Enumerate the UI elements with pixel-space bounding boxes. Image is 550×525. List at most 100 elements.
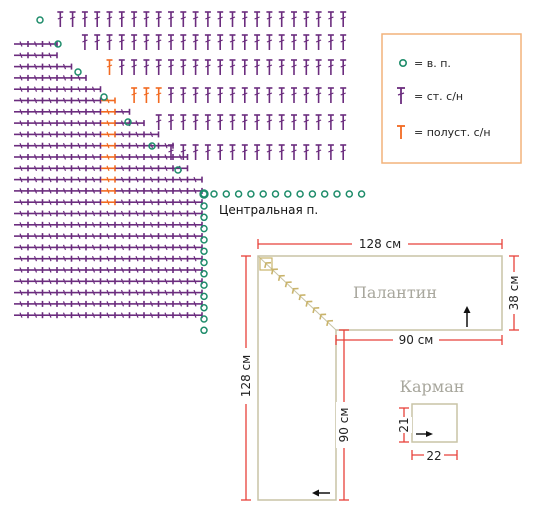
double-crochet-stitch [180,87,187,103]
double-crochet-stitch [72,165,87,172]
double-crochet-stitch [28,267,44,273]
double-crochet-stitch [43,278,58,285]
double-crochet-stitch [173,244,189,251]
double-crochet-stitch [315,114,322,130]
double-crochet-stitch [43,165,58,172]
double-crochet-stitch [101,221,116,228]
chain-stitch [200,270,208,278]
double-crochet-stitch [14,63,29,70]
double-crochet-stitch [173,300,189,307]
double-crochet-stitch [204,34,211,50]
double-crochet-stitch [115,312,131,319]
double-crochet-stitch [327,144,334,160]
double-crochet-stitch [86,300,102,307]
pocket-outline [411,403,458,443]
double-crochet-stitch [28,86,44,93]
chain-stitch [345,190,354,198]
dimension-right-label: 38 см [507,276,521,311]
double-crochet-stitch [159,278,174,285]
double-crochet-stitch [86,187,102,194]
double-crochet-stitch [43,300,58,307]
stole-corner-seam [257,255,337,331]
double-crochet-stitch [159,154,174,160]
double-crochet-stitch [131,11,138,27]
double-crochet-stitch [188,221,203,228]
chain-stitch [234,190,243,198]
double-crochet-stitch [28,199,44,206]
double-crochet-stitch [57,233,73,240]
double-crochet-stitch [57,210,73,217]
double-crochet-stitch [14,278,29,285]
double-crochet-stitch [101,300,116,307]
legend-double-crochet-label: = ст. с/н [414,90,463,103]
double-crochet-stitch [131,34,138,50]
double-crochet-stitch [43,233,58,240]
double-crochet-stitch [173,221,189,228]
double-crochet-stitch [101,244,116,251]
chain-stitch [296,190,304,198]
chain-stitch [74,68,82,76]
double-crochet-stitch [14,289,29,296]
double-crochet-stitch [266,87,273,103]
double-crochet-stitch [72,74,87,81]
double-crochet-stitch [43,154,58,160]
double-crochet-stitch [217,11,224,27]
chain-stitch [259,190,267,198]
double-crochet-stitch [340,144,347,160]
double-crochet-stitch [69,11,76,27]
double-crochet-stitch [144,131,160,138]
double-crochet-stitch [118,11,125,27]
double-crochet-stitch [94,34,101,50]
double-crochet-stitch [72,142,87,149]
dimension-inner-vertical: 90 см [336,329,352,501]
double-crochet-stitch [254,11,261,27]
chain-stitch [308,190,317,198]
double-crochet-stitch [173,199,189,206]
double-crochet-stitch [159,289,174,296]
double-crochet-stitch [204,144,211,160]
double-crochet-stitch [57,199,73,206]
double-crochet-stitch [144,289,160,296]
double-crochet-stitch [144,244,160,251]
double-crochet-stitch [327,11,334,27]
double-crochet-stitch [130,278,145,285]
double-crochet-stitch [72,210,87,217]
double-crochet-stitch [101,199,116,206]
chain-stitch [200,202,208,210]
dimension-left: 128 см [238,255,254,501]
double-crochet-stitch [86,97,102,104]
double-crochet-stitch [131,59,138,75]
double-crochet-stitch [14,221,29,228]
double-crochet-stitch [14,312,29,319]
double-crochet-stitch [168,34,174,50]
double-crochet-stitch [72,244,87,251]
double-crochet-stitch [241,114,248,130]
double-crochet-stitch [115,210,131,217]
double-crochet-stitch [229,59,236,75]
double-crochet-stitch [229,11,236,27]
dimension-top: 128 см [257,236,503,251]
double-crochet-stitch [115,267,131,273]
double-crochet-stitch [86,131,102,138]
double-crochet-stitch [57,86,73,93]
double-crochet-stitch [86,154,102,160]
double-crochet-stitch [14,176,29,183]
legend: = в. п. = ст. с/н = полуст. с/н [381,33,522,164]
double-crochet-stitch [101,312,116,319]
double-crochet-stitch [254,144,261,160]
double-crochet-stitch [115,108,131,115]
double-crochet-stitch [188,267,203,273]
double-crochet-stitch [315,144,322,160]
double-crochet-stitch [43,131,58,138]
double-crochet-stitch [173,255,189,262]
double-crochet-stitch [291,114,297,130]
double-crochet-stitch [86,244,102,251]
double-crochet-stitch [72,221,87,228]
double-crochet-stitch [130,154,145,160]
double-crochet-stitch [217,114,224,130]
double-crochet-stitch [130,142,145,149]
double-crochet-stitch [81,34,88,50]
double-crochet-stitch [159,244,174,251]
double-crochet-stitch [43,120,58,127]
